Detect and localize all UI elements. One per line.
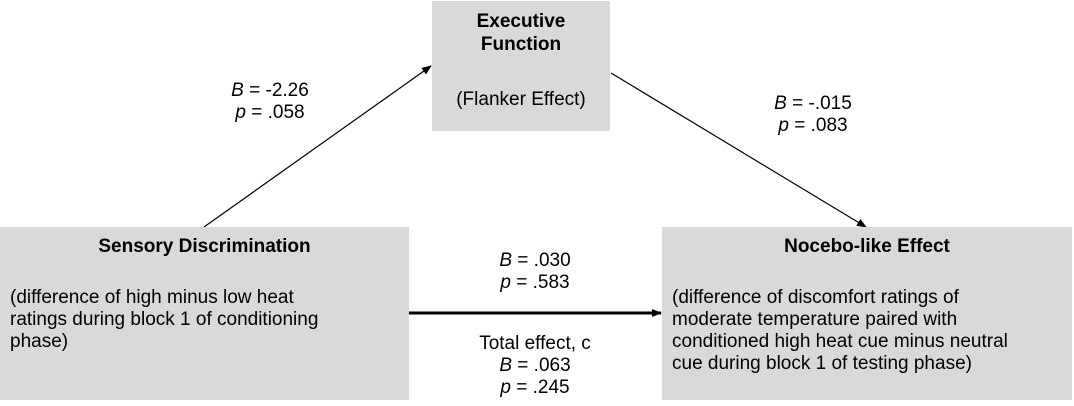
path-a-stats: B = -2.26 p = .058	[220, 80, 320, 124]
path-b-p-symbol: p	[778, 115, 789, 136]
node-sensory-body-line1: (difference of high minus low heat	[10, 287, 294, 308]
node-sensory-discrimination: Sensory Discrimination (difference of hi…	[0, 227, 409, 400]
node-nocebo-body-line3: conditioned high heat cue minus neutral	[672, 331, 1008, 352]
path-c-prime-b-symbol: B	[499, 250, 513, 271]
path-b-p-value: p = .083	[758, 115, 868, 137]
node-nocebo-body: (difference of discomfort ratings of mod…	[672, 287, 1066, 375]
path-b-b-value: = -.015	[786, 93, 852, 114]
node-sensory-title: Sensory Discrimination	[98, 236, 311, 257]
node-nocebo-title: Nocebo-like Effect	[784, 236, 950, 257]
node-sensory-body-line2: ratings during block 1 of conditioning	[10, 309, 319, 330]
total-effect-b-symbol: B	[499, 355, 513, 376]
node-executive-function: Executive Function (Flanker Effect)	[432, 1, 610, 131]
path-a-b-coefficient: B = -2.26	[220, 80, 320, 102]
node-nocebo-body-line2: moderate temperature paired with	[672, 309, 958, 330]
node-nocebo-body-line4: cue during block 1 of testing phase)	[672, 353, 972, 374]
node-executive-title: Executive Function	[432, 10, 610, 56]
total-effect-p-value: p = .245	[440, 377, 630, 399]
path-c-prime-b-coefficient: B = .030	[460, 250, 610, 272]
node-executive-title-line1: Executive	[476, 11, 566, 32]
path-b-b-symbol: B	[774, 93, 787, 114]
path-a-p-symbol: p	[235, 102, 246, 123]
total-effect-stats: Total effect, c B = .063 p = .245	[440, 333, 630, 399]
path-c-prime-p-symbol: p	[500, 272, 511, 293]
node-nocebo-effect: Nocebo-like Effect (difference of discom…	[662, 227, 1072, 400]
path-b-b-coefficient: B = -.015	[758, 93, 868, 115]
path-a-p-number: = .058	[245, 102, 305, 123]
node-executive-subtitle: (Flanker Effect)	[456, 89, 586, 110]
total-effect-p-symbol: p	[500, 377, 511, 398]
total-effect-p-number: = .245	[510, 377, 570, 398]
node-sensory-body-line3: phase)	[10, 331, 69, 352]
node-sensory-body: (difference of high minus low heat ratin…	[10, 287, 401, 353]
path-a-b-symbol: B	[231, 80, 244, 101]
path-a-p-value: p = .058	[220, 102, 320, 124]
path-c-prime-stats: B = .030 p = .583	[460, 250, 610, 294]
path-a-b-value: = -2.26	[243, 80, 309, 101]
path-c-prime-p-value: p = .583	[460, 272, 610, 294]
node-executive-title-line2: Function	[480, 34, 562, 55]
path-c-prime-p-number: = .583	[510, 272, 570, 293]
total-effect-b-value: = .063	[512, 355, 571, 376]
path-b-p-number: = .083	[788, 115, 848, 136]
total-effect-label: Total effect, c	[479, 333, 591, 354]
total-effect-b-coefficient: B = .063	[440, 355, 630, 377]
path-b-stats: B = -.015 p = .083	[758, 93, 868, 137]
path-c-prime-b-value: = .030	[512, 250, 571, 271]
node-nocebo-body-line1: (difference of discomfort ratings of	[672, 287, 959, 308]
